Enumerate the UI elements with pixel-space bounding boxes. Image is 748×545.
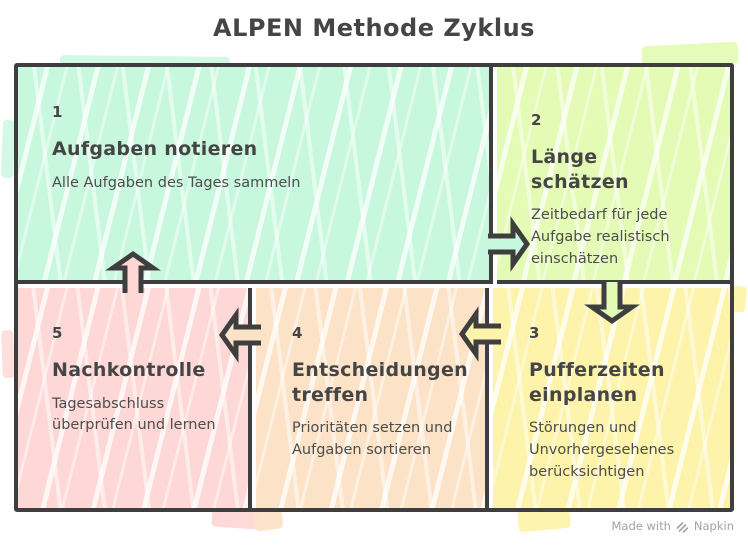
step-box-1: 1 Aufgaben notieren Alle Aufgaben des Ta… — [18, 67, 493, 284]
step-description: Zeitbedarf für jede Aufgabe realistisch … — [531, 207, 670, 267]
step-title: Entscheidungen treffen — [292, 359, 468, 406]
step-title: Pufferzeiten einplanen — [529, 359, 665, 406]
step-number: 4 — [292, 324, 303, 342]
puzzle-grid: 1 Aufgaben notieren Alle Aufgaben des Ta… — [14, 63, 734, 512]
step-title: Nachkontrolle — [52, 359, 206, 381]
step-box-2: 2 Länge schätzen Zeitbedarf für jede Auf… — [497, 67, 730, 284]
watermark-prefix: Made with — [611, 519, 671, 533]
arrow-step4-to-step5-icon — [218, 307, 261, 363]
step-number: 3 — [529, 324, 540, 342]
step-title: Aufgaben notieren — [52, 138, 258, 160]
step-title: Länge schätzen — [531, 146, 629, 193]
step-description: Tagesabschluss überprüfen und lernen — [52, 395, 216, 434]
made-with-napkin: Made with Napkin — [612, 519, 735, 533]
watermark-brand: Napkin — [693, 519, 734, 533]
step-box-4: 4 Entscheidungen treffen Prioritäten set… — [256, 288, 489, 508]
step-number: 2 — [531, 111, 542, 129]
background-scribble — [1, 329, 15, 379]
step-number: 1 — [52, 103, 63, 121]
step-description: Alle Aufgaben des Tages sammeln — [52, 174, 301, 191]
arrow-step3-to-step4-icon — [458, 306, 501, 362]
arrow-step2-to-step3-icon — [584, 282, 640, 325]
arrow-step5-to-step1-icon — [105, 250, 161, 293]
step-box-5: 5 Nachkontrolle Tagesabschluss überprüfe… — [18, 288, 252, 508]
step-box-3: 3 Pufferzeiten einplanen Störungen und U… — [493, 288, 730, 508]
step-number: 5 — [52, 324, 63, 342]
page-title: ALPEN Methode Zyklus — [213, 14, 535, 42]
napkin-logo-icon — [676, 521, 689, 533]
background-scribble — [0, 119, 16, 179]
arrow-step1-to-step2-icon — [488, 216, 531, 272]
step-description: Störungen und Unvorhergesehenes berücksi… — [529, 420, 675, 480]
step-description: Prioritäten setzen und Aufgaben sortiere… — [292, 420, 453, 459]
